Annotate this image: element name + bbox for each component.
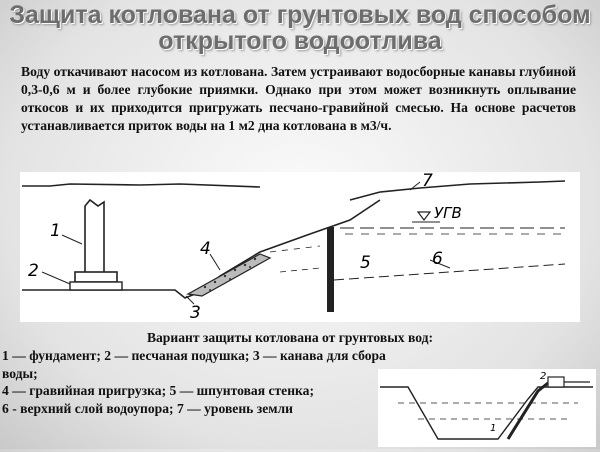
description-paragraph: Воду откачивают насосом из котлована. За…	[21, 64, 576, 133]
aquitard-dash-left	[279, 267, 321, 273]
pump-icon	[547, 376, 565, 388]
leader-7	[409, 181, 421, 191]
pit-outline	[380, 386, 593, 440]
sand-cushion	[69, 281, 123, 291]
groundwater-dash-left	[269, 245, 321, 253]
legend-line: 6 - верхний слой водоупора; 7 — уровень …	[2, 400, 293, 416]
main-diagram: 1 2 3 4 5 6 7 УГВ	[20, 172, 580, 322]
legend-line: воды;	[2, 365, 38, 381]
label-5: 5	[360, 253, 371, 273]
label-3: 3	[190, 303, 201, 322]
ground-line-right	[349, 180, 566, 201]
small-label-2: 2	[540, 371, 546, 382]
legend-line: 4 — гравийная пригрузка; 5 — шпунтовая с…	[2, 383, 314, 398]
title-line-2: открытого водоотлива	[158, 27, 442, 55]
label-ugv: УГВ	[434, 204, 462, 222]
excavation-cross-section: 1 2 3 4 5 6 7 УГВ	[22, 172, 566, 322]
gravel-dots	[203, 257, 257, 291]
label-7: 7	[422, 172, 433, 191]
gravel-surcharge	[186, 253, 272, 297]
foundation-column	[84, 198, 105, 272]
caption-title: Вариант защиты котлована от грунтовых во…	[146, 330, 434, 345]
pit-pump-section: 2 1	[380, 371, 593, 440]
small-diagram: 2 1	[378, 369, 596, 447]
label-4: 4	[200, 239, 211, 259]
leader-1	[61, 234, 83, 245]
small-label-1: 1	[490, 423, 496, 434]
sheet-pile-wall	[327, 227, 334, 312]
foundation-base	[74, 271, 118, 283]
legend: 1 — фундамент; 2 — песчаная подушка; 3 —…	[2, 347, 472, 417]
legend-line: 1 — фундамент; 2 — песчаная подушка; 3 —…	[2, 348, 386, 363]
page-title: Защита котлована от грунтовых вод способ…	[0, 2, 600, 54]
label-6: 6	[432, 249, 443, 269]
ugv-marker-icon	[416, 211, 432, 221]
title-line-1: Защита котлована от грунтовых вод способ…	[9, 1, 591, 29]
leader-2	[41, 271, 71, 285]
ground-line-left	[22, 183, 261, 188]
leader-6	[429, 259, 451, 269]
leader-3	[185, 295, 195, 305]
label-1: 1	[50, 221, 61, 241]
leader-4	[209, 253, 221, 271]
pump-pipe	[506, 381, 549, 440]
label-2: 2	[28, 261, 39, 281]
